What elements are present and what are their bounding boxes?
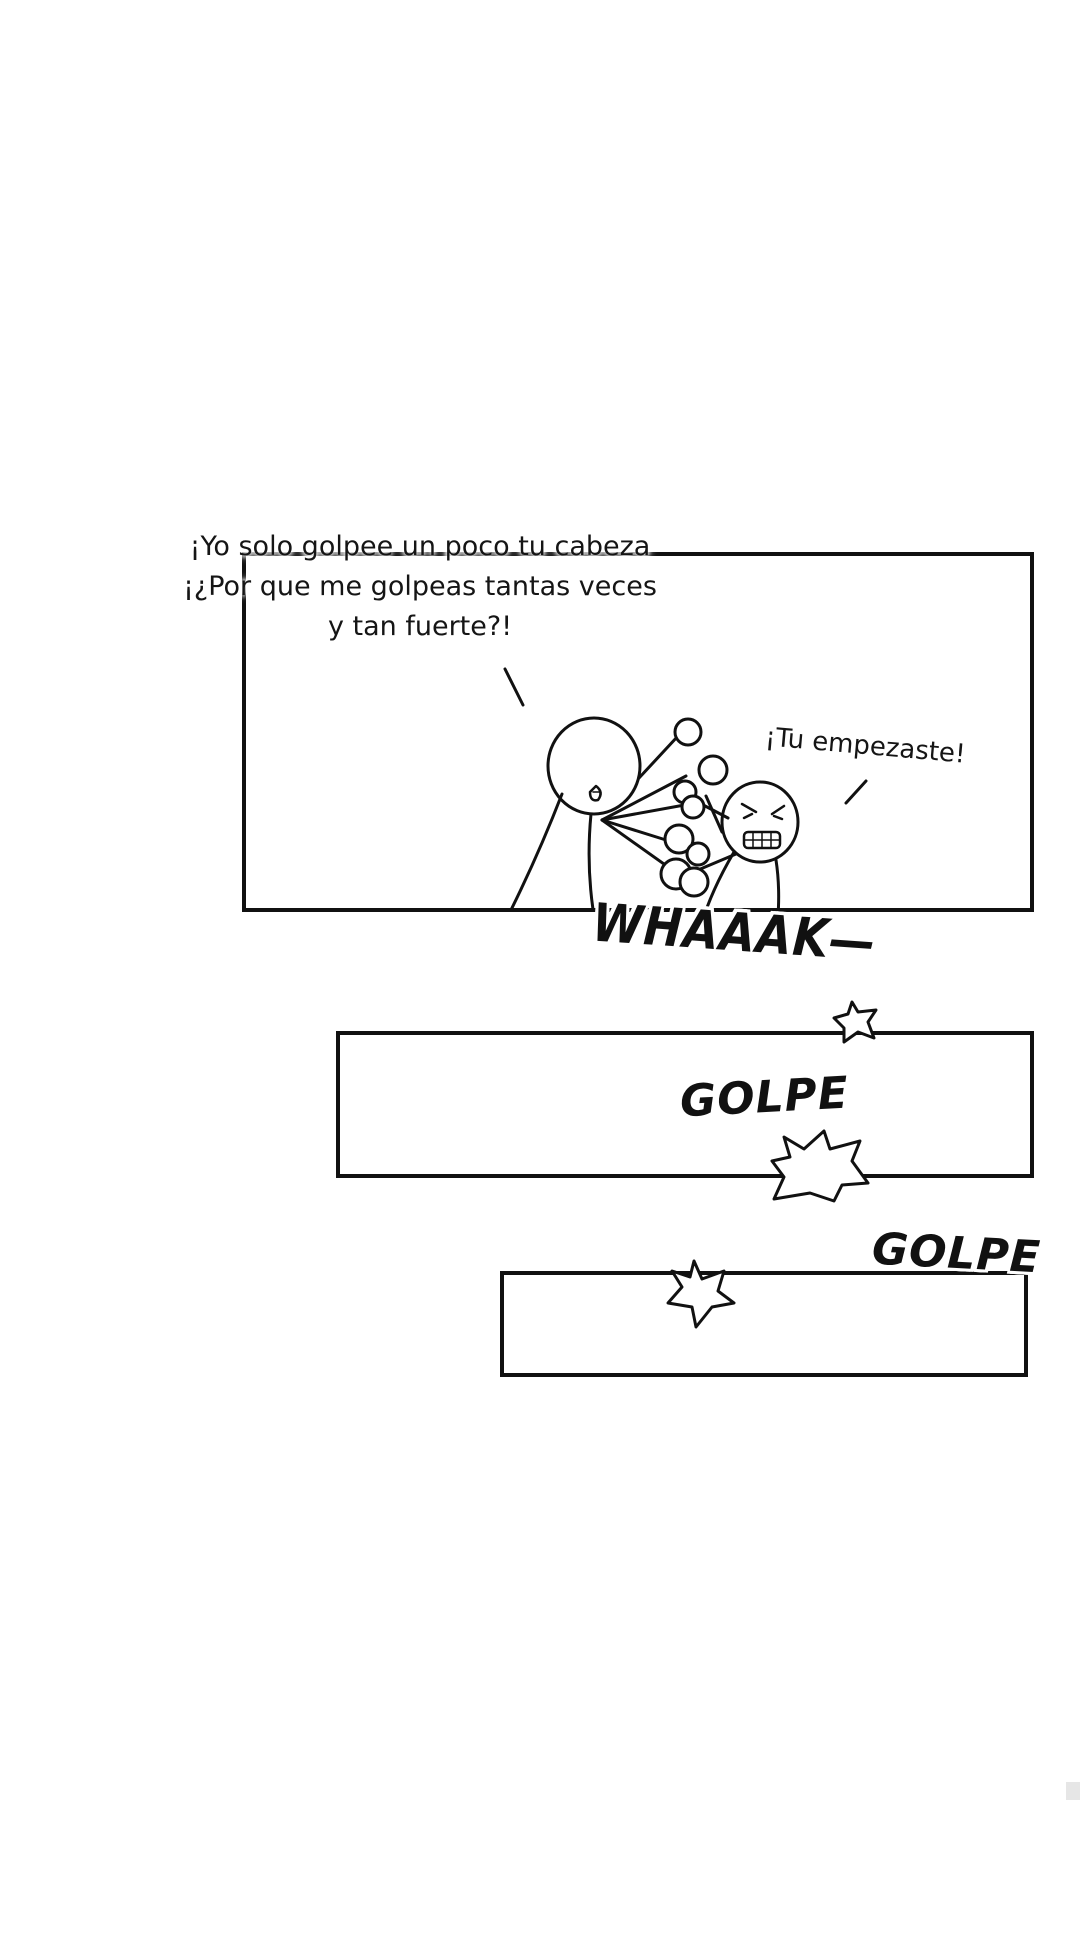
left-character-arm (637, 734, 680, 780)
scroll-indicator[interactable] (1066, 1782, 1080, 1800)
fight-illustration (503, 667, 868, 908)
impact-burst-icon (770, 1129, 870, 1203)
sound-effect-golpe-1: GOLPE (678, 1067, 851, 1128)
left-character-body-front (587, 812, 595, 908)
comic-panel-fight (242, 552, 1034, 912)
right-character-head (720, 780, 800, 864)
right-character-body-back (705, 850, 736, 908)
comic-panel-golpe-2 (500, 1271, 1028, 1377)
comic-panel-golpe-1 (336, 1031, 1034, 1178)
left-character-head (546, 716, 642, 816)
sound-effect-golpe-2: GOLPE (870, 1223, 1043, 1284)
dialogue-left-character: ¡Yo solo golpee un poco tu cabeza ¡¿Por … (183, 531, 657, 642)
impact-burst-icon (832, 1000, 878, 1044)
left-character-mouth (588, 784, 602, 802)
right-character-body-front (774, 858, 781, 908)
impact-burst-icon (666, 1259, 736, 1329)
left-character-body-back (510, 792, 564, 908)
shout-mark-right (844, 779, 868, 805)
shout-mark-left (503, 667, 525, 707)
